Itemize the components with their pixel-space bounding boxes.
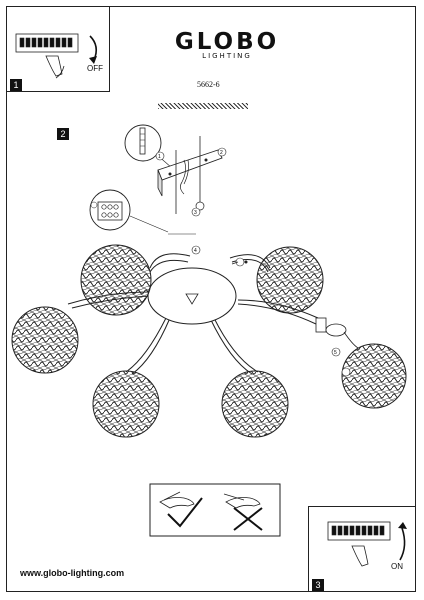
step-3-number: 3 bbox=[312, 579, 324, 591]
step-1-number: 1 bbox=[10, 79, 22, 91]
ceiling-canopy bbox=[147, 267, 237, 325]
brand-name: GLOBO bbox=[174, 29, 280, 55]
wire-shade bbox=[11, 244, 407, 438]
callout-4: 4 bbox=[194, 248, 197, 254]
warning-hatch-band bbox=[158, 103, 248, 109]
brand-subtitle: LIGHTING bbox=[202, 52, 252, 60]
callout-2: 2 bbox=[220, 150, 223, 156]
model-number: 5662-6 bbox=[197, 80, 220, 89]
step-3-panel: 3 ON bbox=[308, 506, 416, 592]
callout-1: 1 bbox=[158, 154, 161, 160]
brand-logo: GLOBO LIGHTING bbox=[162, 30, 292, 60]
mounting-bracket: 2 3 bbox=[157, 136, 227, 217]
screw-detail-circle bbox=[124, 124, 162, 162]
callout-5: 5 bbox=[334, 350, 337, 356]
power-switch-on-icon bbox=[327, 521, 407, 567]
terminal-block-detail bbox=[89, 189, 169, 233]
bulb-installation: 5 bbox=[315, 317, 359, 377]
step-2-number: 2 bbox=[57, 128, 69, 140]
do-not-touch-bulb-icon bbox=[149, 483, 281, 537]
power-switch-off-icon bbox=[15, 33, 98, 79]
callout-3: 3 bbox=[194, 210, 197, 216]
website-url: www.globo-lighting.com bbox=[20, 568, 125, 578]
step-3-on-label: ON bbox=[391, 562, 403, 571]
page-frame bbox=[6, 6, 416, 592]
step-1-off-label: OFF bbox=[87, 64, 103, 73]
